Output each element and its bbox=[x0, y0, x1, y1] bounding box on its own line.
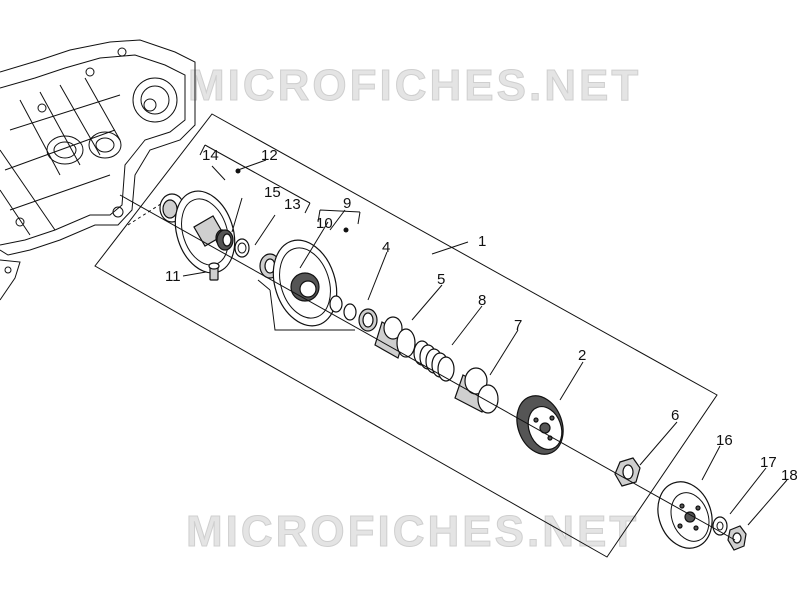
part-15-bushing bbox=[216, 229, 234, 251]
callout-17: 17 bbox=[760, 454, 777, 471]
callout-18: 18 bbox=[781, 467, 798, 484]
part-17-washer bbox=[712, 516, 728, 536]
part-5-sleeve bbox=[374, 316, 416, 359]
bracket-9 bbox=[317, 209, 361, 225]
callout-4: 4 bbox=[382, 239, 390, 256]
callout-11: 11 bbox=[165, 268, 181, 285]
leader-lines bbox=[182, 159, 788, 526]
part-4-o-rings bbox=[329, 295, 357, 321]
part-8-spring bbox=[413, 340, 455, 382]
crankcase-housing bbox=[0, 39, 196, 301]
part-6-nut bbox=[614, 457, 641, 487]
callout-10: 10 bbox=[316, 215, 333, 232]
callout-1: 1 bbox=[478, 233, 486, 250]
callout-6: 6 bbox=[671, 407, 679, 424]
dot-marker-14 bbox=[235, 168, 241, 174]
callout-15: 15 bbox=[264, 184, 281, 201]
callout-2: 2 bbox=[578, 347, 586, 364]
part-16-clutch-bell bbox=[657, 481, 713, 549]
assembly-axis bbox=[119, 194, 736, 541]
part-9-movable-pulley bbox=[272, 239, 338, 327]
callout-14: 14 bbox=[202, 147, 219, 164]
watermark-bottom: MICROFICHES.NET bbox=[186, 507, 639, 556]
callout-13: 13 bbox=[284, 196, 301, 213]
callout-5: 5 bbox=[437, 271, 445, 288]
callout-12: 12 bbox=[261, 147, 278, 164]
assembly-frame bbox=[94, 113, 718, 558]
part-7-collar bbox=[454, 367, 499, 414]
callout-7: 7 bbox=[514, 317, 522, 334]
callout-8: 8 bbox=[478, 292, 486, 309]
callout-9: 9 bbox=[343, 195, 351, 212]
part-seal-ring bbox=[358, 308, 378, 332]
callout-16: 16 bbox=[716, 432, 733, 449]
watermark-top: MICROFICHES.NET bbox=[188, 61, 641, 110]
part-11-bolt bbox=[208, 262, 220, 281]
bracket-4-lines bbox=[257, 279, 355, 331]
bracket-12 bbox=[199, 144, 311, 214]
part-13-ring bbox=[234, 238, 250, 258]
part-18-nut bbox=[727, 525, 747, 551]
part-2-clutch bbox=[516, 395, 564, 455]
dot-marker-9 bbox=[343, 227, 349, 233]
